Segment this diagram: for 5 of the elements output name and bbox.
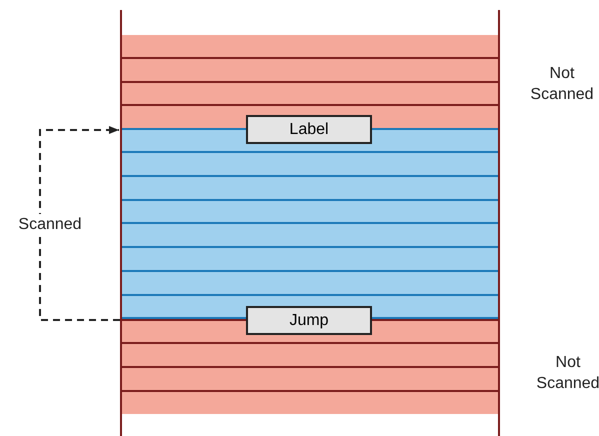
jump-instruction-box: Jump: [246, 306, 372, 335]
dashed-arrow: [39, 126, 120, 321]
region-note: Not Scanned: [529, 64, 595, 105]
label-instruction-box: Label: [246, 115, 372, 144]
region-note: Not Scanned: [535, 353, 599, 394]
